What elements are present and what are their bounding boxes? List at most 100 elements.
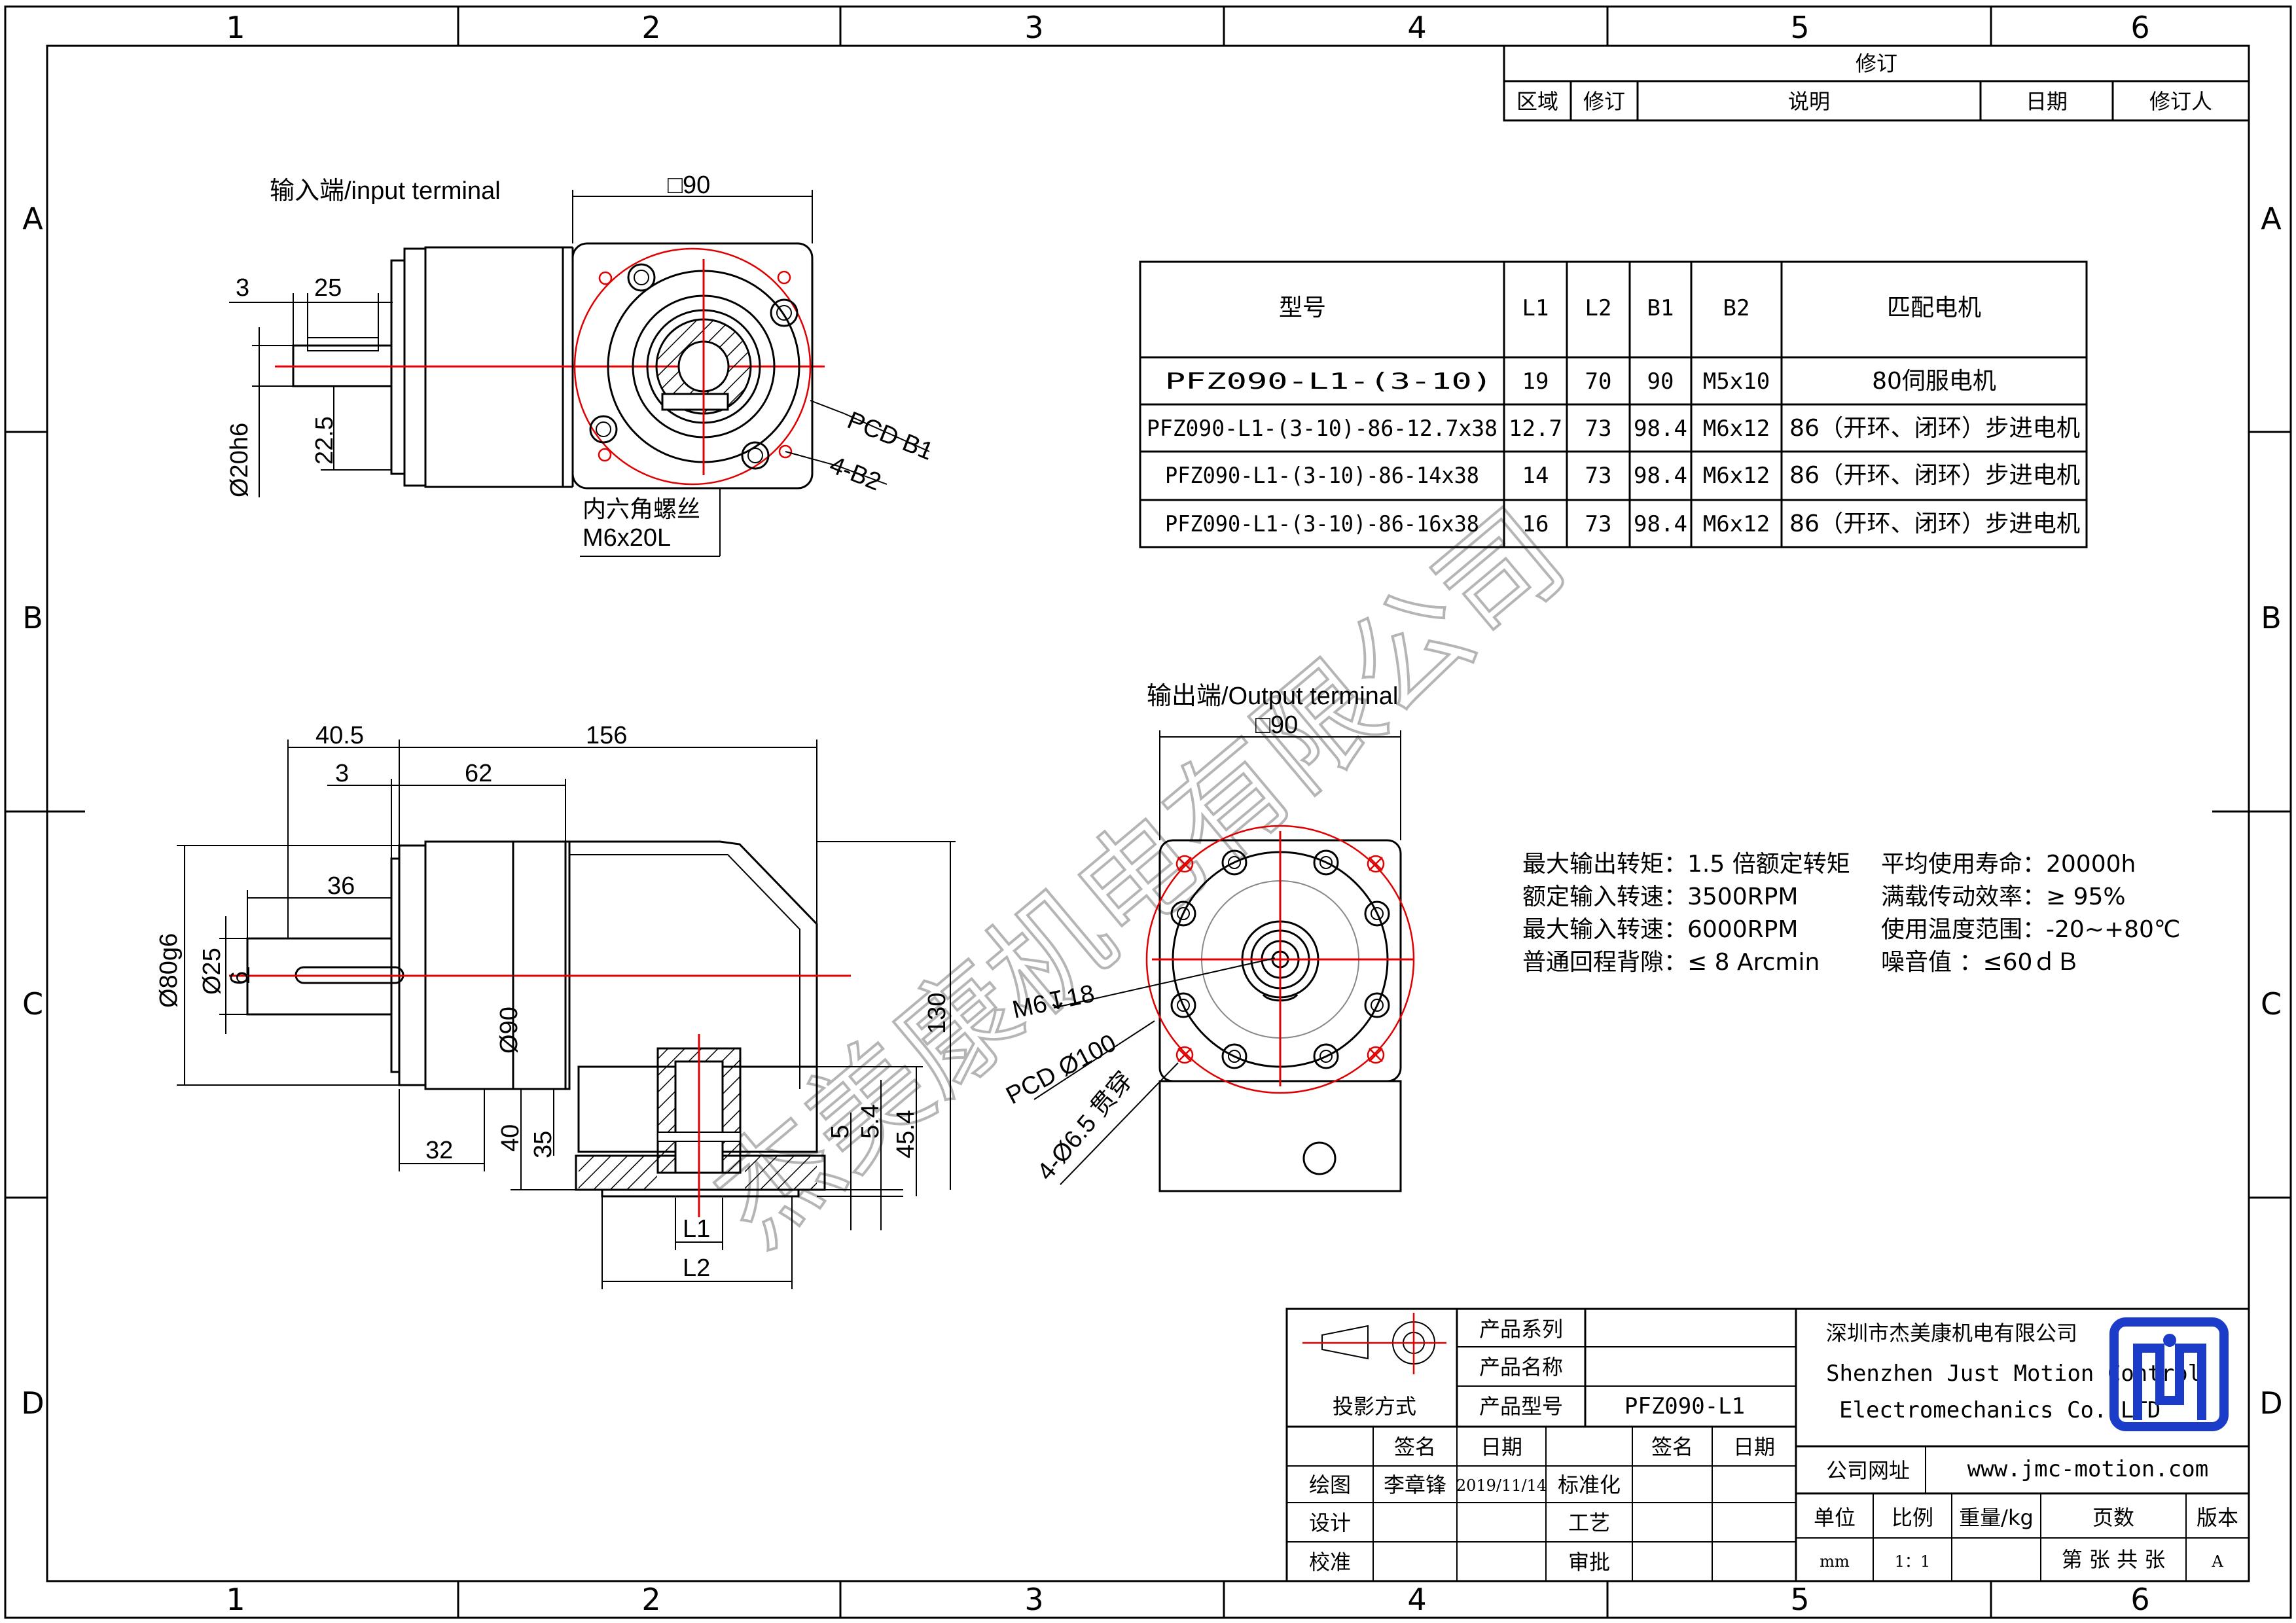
l1-cell: 16 xyxy=(1522,511,1549,537)
zone-bottom-6: 6 xyxy=(2130,1582,2149,1617)
l2-cell: 73 xyxy=(1585,416,1612,442)
tb-model-label: 产品型号 xyxy=(1479,1394,1563,1419)
input-dim-shaft: Ø20h6 xyxy=(226,423,253,497)
tb-version-label: 版本 xyxy=(2197,1505,2238,1530)
tb-pages-label: 页数 xyxy=(2092,1505,2134,1530)
model-table-header-l2: L2 xyxy=(1585,295,1612,321)
input-holes: 4-B2 xyxy=(826,451,885,496)
tb-unit-label: 单位 xyxy=(1814,1505,1856,1530)
table-row: PFZ090-L1-(3-10) 19 70 90 M5x10 80伺服电机 xyxy=(1165,368,1996,395)
tb-drawer: 李章锋 xyxy=(1384,1472,1446,1497)
revision-col-desc: 说明 xyxy=(1788,89,1830,114)
tb-company-en2: Electromechanics Co.,LTD xyxy=(1839,1397,2161,1423)
zone-left-a: A xyxy=(22,201,43,236)
table-row: PFZ090-L1-(3-10)-86-14x38 14 73 98.4 M6x… xyxy=(1165,462,2080,489)
side-dim-32: 32 xyxy=(425,1137,453,1164)
output-view-title: 输出端/Output terminal xyxy=(1147,683,1398,710)
tb-sign2: 签名 xyxy=(1651,1435,1693,1459)
model-cell: PFZ090-L1-(3-10)-86-16x38 xyxy=(1165,511,1479,537)
tb-series-label: 产品系列 xyxy=(1479,1317,1563,1342)
side-dim-3: 3 xyxy=(335,760,349,787)
spec-right-4: 噪音值 ：≤60ｄＢ xyxy=(1881,949,2079,976)
zone-bottom-3: 3 xyxy=(1024,1582,1043,1617)
spec-list: 最大输出转矩：1.5 倍额定转矩 额定输入转速：3500RPM 最大输入转速：6… xyxy=(1522,851,2180,976)
tb-check: 校准 xyxy=(1309,1550,1351,1575)
model-cell: PFZ090-L1-(3-10)-86-14x38 xyxy=(1165,463,1479,489)
side-dim-l1: L1 xyxy=(683,1215,710,1243)
revision-title: 修订 xyxy=(1856,51,1897,76)
zone-top-4: 4 xyxy=(1407,10,1426,45)
input-dim-25: 25 xyxy=(314,274,342,302)
model-table-header-b1: B1 xyxy=(1647,295,1674,321)
motor-cell: 86（开环、闭环）步进电机 xyxy=(1789,510,2080,537)
revision-table: 修订 区域 修订 说明 日期 修订人 xyxy=(1503,45,2250,122)
table-row: PFZ090-L1-(3-10)-86-16x38 16 73 98.4 M6x… xyxy=(1165,510,2080,537)
spec-right-2: 满载传动效率：≥ 95% xyxy=(1881,883,2126,910)
zone-bottom-5: 5 xyxy=(1790,1582,1809,1617)
tb-standard: 标准化 xyxy=(1558,1472,1621,1497)
spec-left-4: 普通回程背隙：≤ 8 Arcmin xyxy=(1522,949,1820,976)
jmc-logo-icon xyxy=(2109,1317,2229,1431)
tb-version: A xyxy=(2211,1552,2223,1571)
tb-projection: 投影方式 xyxy=(1333,1394,1416,1419)
zone-right-a: A xyxy=(2261,201,2282,236)
zone-bottom-1: 1 xyxy=(226,1582,245,1617)
side-dim-80g6: Ø80g6 xyxy=(155,933,183,1008)
input-pcd: PCD B1 xyxy=(844,406,937,465)
model-table-header-l1: L1 xyxy=(1522,295,1549,321)
b2-cell: M5x10 xyxy=(1703,368,1770,395)
side-dim-130: 130 xyxy=(924,993,951,1034)
b2-cell: M6x12 xyxy=(1703,463,1770,489)
l2-cell: 70 xyxy=(1585,368,1612,395)
zone-bottom-4: 4 xyxy=(1407,1582,1426,1617)
side-dim-40: 40 xyxy=(497,1124,524,1152)
spec-left-1: 最大输出转矩：1.5 倍额定转矩 xyxy=(1522,851,1850,878)
side-dim-36: 36 xyxy=(327,872,355,900)
tb-scale: 1：1 xyxy=(1895,1552,1931,1571)
output-dim-square: □90 xyxy=(1255,711,1298,739)
model-cell: PFZ090-L1-(3-10) xyxy=(1165,368,1492,395)
l1-cell: 12.7 xyxy=(1509,416,1562,442)
input-dim-square: □90 xyxy=(668,171,710,199)
spec-right-1: 平均使用寿命：20000h xyxy=(1881,851,2136,878)
tb-draw: 绘图 xyxy=(1309,1472,1351,1497)
table-row: PFZ090-L1-(3-10)-86-12.7x38 12.7 73 98.4… xyxy=(1147,415,2080,442)
tb-date: 日期 xyxy=(1480,1435,1522,1459)
tb-weight-label: 重量/kg xyxy=(1959,1505,2034,1530)
revision-col-reviser: 修订人 xyxy=(2149,89,2212,114)
b2-cell: M6x12 xyxy=(1703,511,1770,537)
spec-left-2: 额定输入转速：3500RPM xyxy=(1522,883,1798,910)
model-table-header-model: 型号 xyxy=(1279,294,1326,321)
tb-model-value: PFZ090-L1 xyxy=(1624,1393,1745,1419)
zone-right-c: C xyxy=(2261,986,2282,1022)
motor-cell: 86（开环、闭环）步进电机 xyxy=(1789,462,2080,489)
input-dim-22-5: 22.5 xyxy=(311,416,338,465)
b2-cell: M6x12 xyxy=(1703,416,1770,442)
zone-top-6: 6 xyxy=(2130,10,2149,45)
zone-top-5: 5 xyxy=(1790,10,1809,45)
drawing-frame xyxy=(4,5,2292,1619)
side-dim-156: 156 xyxy=(586,722,627,749)
model-table: 型号 L1 L2 B1 B2 匹配电机 PFZ090-L1-(3-10) 19 … xyxy=(1139,260,2088,548)
side-dim-25: Ø25 xyxy=(198,948,226,995)
zone-right-d: D xyxy=(2259,1385,2282,1421)
input-terminal-view: 输入端/input terminal □90 xyxy=(226,171,937,557)
tb-approve: 审批 xyxy=(1568,1550,1610,1575)
b1-cell: 98.4 xyxy=(1634,463,1687,489)
zone-labels: 1 2 3 4 5 6 1 2 3 4 5 6 A B C D A B C D xyxy=(21,10,2282,1617)
l1-cell: 19 xyxy=(1522,368,1549,395)
side-dim-62: 62 xyxy=(465,760,492,787)
zone-left-d: D xyxy=(21,1385,44,1421)
tb-process: 工艺 xyxy=(1568,1510,1610,1535)
l2-cell: 73 xyxy=(1585,511,1612,537)
zone-left-c: C xyxy=(22,986,43,1022)
model-table-header-b2: B2 xyxy=(1723,295,1750,321)
zone-right-b: B xyxy=(2261,600,2282,635)
side-dim-5-4: 5.4 xyxy=(857,1104,884,1139)
input-screw: M6x20L xyxy=(583,524,671,552)
input-screw-cn: 内六角螺丝 xyxy=(583,496,700,523)
tb-pages: 第 张 共 张 xyxy=(2062,1547,2166,1572)
motor-cell: 86（开环、闭环）步进电机 xyxy=(1789,415,2080,442)
tb-date2: 日期 xyxy=(1733,1435,1775,1459)
